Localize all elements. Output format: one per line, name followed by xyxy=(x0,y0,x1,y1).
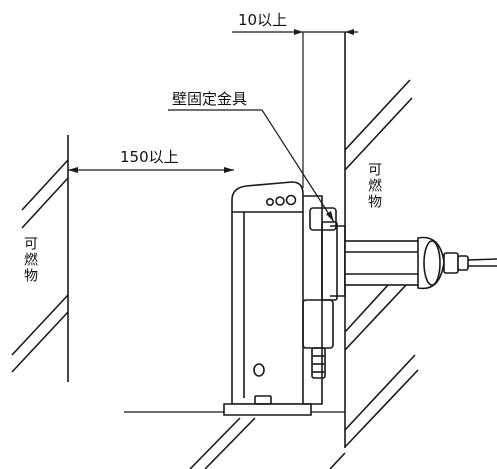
heater-unit xyxy=(223,181,346,416)
flue-pipe xyxy=(344,236,497,290)
combustible-left-label: 可燃物 xyxy=(22,236,38,284)
clearance-front-label: 150以上 xyxy=(120,148,179,166)
dimension-front-clearance: 150以上 xyxy=(68,148,234,173)
floor-hatching xyxy=(189,417,346,469)
left-combustible-wall xyxy=(11,135,69,382)
clearance-side-label: 10以上 xyxy=(238,11,287,29)
wall-bracket-callout: 壁固定金具 xyxy=(168,90,335,223)
dimension-side-clearance: 10以上 xyxy=(232,11,358,35)
wall-bracket-label: 壁固定金具 xyxy=(172,90,247,108)
combustible-right-label: 可燃物 xyxy=(366,162,382,210)
right-combustible-wall xyxy=(344,32,423,448)
